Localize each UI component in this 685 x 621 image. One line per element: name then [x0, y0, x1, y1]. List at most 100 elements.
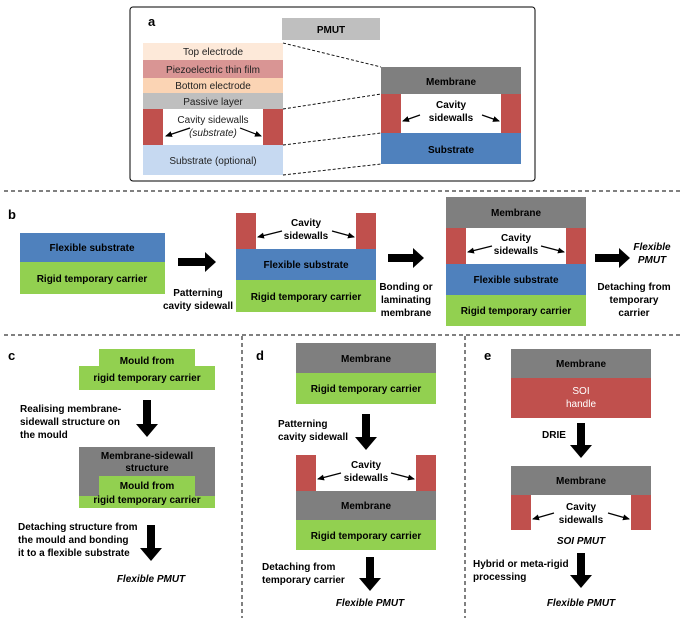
connector-top: [282, 42, 382, 68]
sidewall-left-d2: [296, 455, 316, 491]
step1-c-label-1: Realising membrane-: [20, 404, 121, 415]
mould-c2-label-2: rigid temporary carrier: [93, 495, 200, 506]
mould-c1-label-2: rigid temporary carrier: [93, 373, 200, 384]
soi-handle-label-1: SOI: [572, 386, 589, 397]
carrier-d2: [296, 520, 436, 550]
panel-b: b Flexible substrate Rigid temporary car…: [8, 197, 671, 326]
sidewall-left-b2: [236, 213, 256, 249]
top-electrode-label: Top electrode: [183, 47, 243, 58]
flexible-substrate-b3-label: Flexible substrate: [473, 275, 558, 286]
membrane-a-label: Membrane: [426, 77, 476, 88]
panel-a-frame: [129, 6, 536, 182]
sidewall-left-a-right: [381, 94, 401, 133]
carrier-d1: [296, 373, 436, 404]
flexible-substrate-b1-label: Flexible substrate: [49, 243, 134, 254]
flexible-substrate-b1: [20, 233, 165, 262]
panel-d-letter: d: [256, 348, 264, 363]
panel-e-letter: e: [484, 348, 491, 363]
arrow-e1: [570, 423, 592, 458]
mould-c1-label-1: Mould from: [120, 356, 175, 367]
substrate-optional-layer: [143, 145, 283, 175]
result-b-label-1: Flexible: [633, 242, 671, 253]
membrane-d1: [296, 343, 436, 373]
sidewall-right-b2: [356, 213, 376, 249]
step2-d-label-2: temporary carrier: [262, 575, 345, 586]
step2-d-label-1: Detaching from: [262, 562, 335, 573]
carrier-b2-label: Rigid temporary carrier: [251, 292, 362, 303]
arrow-e2: [570, 553, 592, 588]
membrane-e1: [511, 349, 651, 378]
panel-c: c Mould from rigid temporary carrier Rea…: [8, 348, 215, 585]
step2-b-label-3: membrane: [381, 308, 432, 319]
panel-a: a PMUT Top electrode Piezoelectric thin …: [129, 6, 536, 182]
membrane-a: [381, 67, 521, 94]
cavity-b2-label-2: sidewalls: [284, 231, 329, 242]
soi-handle-label-2: handle: [566, 399, 596, 410]
membrane-e1-label: Membrane: [556, 359, 606, 370]
arrow-c2: [140, 525, 162, 561]
carrier-b3: [446, 295, 586, 326]
arrow-b3: [595, 248, 630, 268]
mould-c1: [79, 349, 215, 390]
result-c-label: Flexible PMUT: [117, 574, 186, 585]
step2-c-label-2: the mould and bonding: [18, 535, 129, 546]
sidewall-left-e2: [511, 495, 531, 530]
membrane-d2-label: Membrane: [341, 501, 391, 512]
result-e-label: Flexible PMUT: [547, 598, 616, 609]
bottom-electrode-label: Bottom electrode: [175, 81, 251, 92]
passive-layer-label: Passive layer: [183, 97, 243, 108]
step3-b-label-1: Detaching from: [597, 282, 670, 293]
top-electrode-layer: [143, 43, 283, 60]
step2-b-label-2: laminating: [381, 295, 431, 306]
soi-handle-e1: [511, 378, 651, 418]
structure-c2-label-1: Membrane-sidewall: [101, 451, 193, 462]
arrow-c1: [136, 400, 158, 437]
pmut-header: [282, 18, 380, 40]
step2-c-label-3: it to a flexible substrate: [18, 548, 130, 559]
step1-c-label-2: sidewall structure on: [20, 417, 120, 428]
soi-pmut-label: SOI PMUT: [557, 536, 606, 547]
step2-b-label-1: Bonding or: [379, 282, 432, 293]
cavity-sidewalls-label-a2: (substrate): [189, 128, 237, 139]
arrow-right-d2: [390, 472, 415, 481]
step1-b-label-1: Patterning: [173, 288, 222, 299]
carrier-b1: [20, 262, 165, 294]
left-sidewall-a: [143, 109, 163, 145]
arrow-d1: [355, 414, 377, 450]
membrane-e2: [511, 466, 651, 495]
arrow-b2: [388, 248, 424, 268]
panel-a-letter: a: [148, 14, 156, 29]
bottom-electrode-layer: [143, 78, 283, 93]
mould-c2-label-1: Mould from: [120, 481, 175, 492]
panel-d: d Membrane Rigid temporary carrier Patte…: [256, 343, 436, 609]
arrow-left-e2: [532, 512, 555, 521]
mould-c2: [79, 476, 215, 508]
carrier-b2: [236, 280, 376, 312]
step2-e-label-1: Hybrid or meta-rigid: [473, 559, 569, 570]
membrane-d1-label: Membrane: [341, 354, 391, 365]
sidewall-right-e2: [631, 495, 651, 530]
cavity-e2-label-2: sidewalls: [559, 515, 604, 526]
cavity-d2-label-1: Cavity: [351, 460, 381, 471]
carrier-d1-label: Rigid temporary carrier: [311, 384, 422, 395]
step1-e-label: DRIE: [542, 430, 566, 441]
sidewall-right-b3: [566, 228, 586, 264]
flexible-substrate-b2-label: Flexible substrate: [263, 260, 348, 271]
cavity-sidewalls-label-a1: Cavity sidewalls: [177, 115, 248, 126]
connector-membrane-bottom: [282, 93, 382, 110]
result-d-label: Flexible PMUT: [336, 598, 405, 609]
carrier-b3-label: Rigid temporary carrier: [461, 306, 572, 317]
panel-b-letter: b: [8, 207, 16, 222]
carrier-d2-label: Rigid temporary carrier: [311, 531, 422, 542]
cavity-label-a-right-1: Cavity: [436, 100, 466, 111]
panel-e: e Membrane SOI handle DRIE Membrane Cavi…: [473, 348, 651, 609]
arrow-right-a-right: [481, 114, 500, 122]
substrate-a-label: Substrate: [428, 145, 475, 156]
piezo-film-layer: [143, 60, 283, 78]
membrane-e2-label: Membrane: [556, 476, 606, 487]
sidewall-right-d2: [416, 455, 436, 491]
cavity-d2-label-2: sidewalls: [344, 473, 389, 484]
connector-substrate-bottom: [282, 163, 382, 176]
passive-layer: [143, 93, 283, 109]
